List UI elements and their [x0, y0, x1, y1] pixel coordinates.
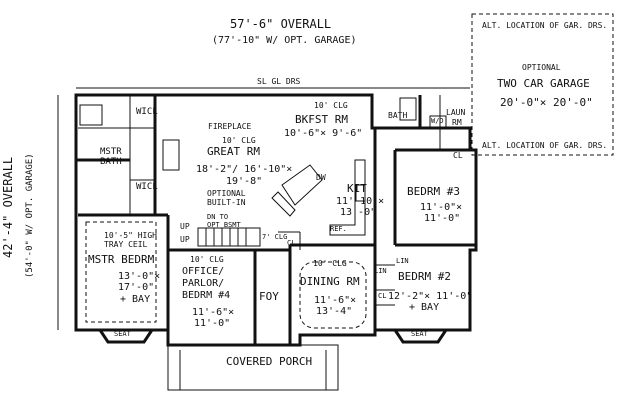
mstr-tray-2: TRAY CEIL	[104, 240, 148, 249]
mstr-size-2: 17'-0"	[118, 282, 155, 293]
garage-alt-bottom: ALT. LOCATION OF GAR. DRS.	[482, 141, 608, 150]
lin-1: LIN	[374, 267, 387, 275]
sliding-doors-note: SL GL DRS	[257, 77, 301, 86]
up-note-2: UP	[180, 235, 190, 244]
wicl-top: WICL	[136, 107, 158, 117]
clg-7: 7' CLG	[262, 233, 288, 241]
wd-label: W/D	[431, 117, 444, 125]
dw-label: DW	[316, 173, 326, 182]
office-line2: PARLOR/	[182, 278, 225, 289]
overall-depth: 42'-4" OVERALL	[1, 156, 15, 258]
bkfst-size: 10'-6"× 9'-6"	[284, 128, 363, 139]
dining-name: DINING RM	[300, 275, 360, 288]
cl-foy: CL	[287, 239, 296, 247]
cl-laun: CL	[453, 151, 463, 160]
mstr-tray-1: 10'-5" HIGH	[104, 231, 157, 240]
mstr-bath-line1: MSTR	[100, 147, 122, 157]
great-room-ceiling: 10' CLG	[222, 136, 256, 145]
mstr-bath-line2: BATH	[100, 157, 122, 167]
kit-name: KIT	[347, 182, 367, 195]
ref-label: REF.	[330, 225, 347, 233]
fireplace	[162, 139, 180, 171]
master-bay	[98, 329, 154, 344]
office-ceiling: 10' CLG	[190, 255, 224, 264]
dining-tray-outline	[299, 261, 367, 329]
mstr-bay: + BAY	[120, 294, 151, 305]
bed3-size-1: 11'-0"×	[420, 202, 463, 213]
up-note-1: UP	[180, 222, 190, 231]
cl-bed2: CL	[378, 292, 387, 300]
dining-size-1: 11'-6"×	[314, 295, 357, 306]
dining-ceiling: 10' CLG	[313, 259, 347, 268]
washer-dryer	[429, 115, 447, 129]
laun-line2: RM	[452, 118, 462, 127]
optional-builtin-1: OPTIONAL	[207, 189, 246, 198]
office-line1: OFFICE/	[182, 266, 225, 277]
overall-width-alt: (77'-10" W/ OPT. GARAGE)	[212, 35, 357, 46]
dining-size-2: 13'-4"	[316, 306, 353, 317]
tray-ceiling-outline	[85, 221, 157, 323]
stairs	[197, 227, 261, 247]
optional-garage-outline	[471, 13, 614, 156]
covered-porch	[167, 344, 339, 391]
bkfst-ceiling: 10' CLG	[314, 101, 348, 110]
bed2-name: BEDRM #2	[398, 270, 451, 283]
garage-alt-top: ALT. LOCATION OF GAR. DRS.	[482, 21, 608, 30]
bath-tub	[399, 97, 417, 121]
office-size-1: 11'-6"×	[192, 307, 235, 318]
seat-right: SEAT	[411, 330, 428, 338]
bed3-name: BEDRM #3	[407, 185, 460, 198]
garage-optional: OPTIONAL	[522, 63, 561, 72]
garage-size: 20'-0"× 20'-0"	[500, 96, 593, 109]
interior-walls	[76, 95, 476, 345]
kitchen-island	[271, 164, 323, 217]
bed2-bay: + BAY	[409, 302, 440, 313]
kitchen-counter	[329, 159, 366, 236]
overall-depth-alt: (54'-0" W/ OPT. GARAGE)	[25, 153, 35, 278]
seat-left: SEAT	[114, 330, 131, 338]
office-line3: BEDRM #4	[182, 290, 231, 301]
foy-label: FOY	[259, 290, 279, 303]
porch-label: COVERED PORCH	[226, 355, 313, 368]
range	[355, 184, 366, 202]
great-room-size-2: 19'-8"	[226, 176, 263, 187]
dn-to-2: OPT BSMT	[207, 221, 241, 229]
laun-line1: LAUN	[446, 108, 466, 117]
bath-label: BATH	[388, 111, 408, 120]
bed3-size-2: 11'-0"	[424, 213, 461, 224]
dn-to-1: DN TO	[207, 213, 229, 221]
bkfst-name: BKFST RM	[295, 113, 348, 126]
great-room-size-1: 18'-2"/ 16'-10"×	[196, 164, 293, 175]
fireplace-note: FIREPLACE	[208, 122, 252, 131]
kit-size-2: 13'-0"	[340, 207, 377, 218]
office-size-2: 11'-0"	[194, 318, 231, 329]
garage-name: TWO CAR GARAGE	[497, 77, 590, 90]
bedroom2-bay	[393, 329, 448, 344]
tub	[79, 104, 103, 126]
mstr-name: MSTR BEDRM	[88, 253, 155, 266]
overall-width: 57'-6" OVERALL	[230, 17, 332, 31]
kit-size-1: 11'-10"×	[336, 196, 385, 207]
wicl-bottom: WICL	[136, 182, 158, 192]
bed2-size: 12'-2"× 11'-0"	[388, 291, 473, 302]
optional-builtin-2: BUILT-IN	[207, 198, 246, 207]
lin-2: LIN	[396, 257, 409, 265]
mstr-size-1: 13'-0"×	[118, 271, 161, 282]
great-room-name: GREAT RM	[207, 145, 260, 158]
